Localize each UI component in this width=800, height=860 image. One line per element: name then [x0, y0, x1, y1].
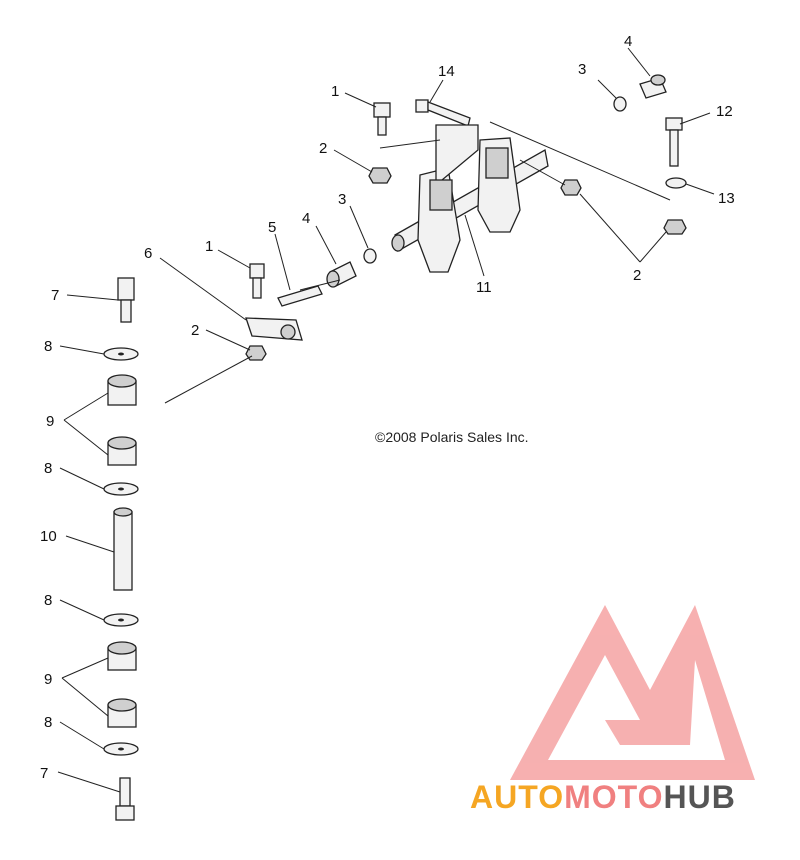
nut-2-top [368, 167, 392, 184]
bracket-11 [391, 124, 549, 273]
bolt-7-bottom [115, 777, 135, 821]
callout-9-b: 9 [44, 671, 52, 688]
bolt-1-top [373, 102, 391, 136]
callout-1-mid: 1 [205, 238, 213, 255]
copyright-text: ©2008 Polaris Sales Inc. [375, 429, 529, 445]
callout-7-bottom: 7 [40, 765, 48, 782]
callout-2-mid: 2 [191, 322, 199, 339]
spacer-10 [113, 507, 133, 591]
bushing-4-top [639, 74, 667, 99]
callout-4-mid: 4 [302, 210, 310, 227]
callout-labels: 7 8 9 8 10 8 9 8 7 6 1 5 4 3 2 1 2 14 3 … [40, 33, 735, 782]
watermark-moto: MOTO [564, 779, 663, 815]
bushing-9-a [107, 374, 137, 406]
watermark-auto: AUTO [470, 779, 564, 815]
callout-8-b: 8 [44, 460, 52, 477]
callout-12: 12 [716, 103, 733, 120]
callout-8-a: 8 [44, 338, 52, 355]
bushing-9-c [107, 641, 137, 671]
bolt-7-top [117, 277, 135, 323]
bolt-1-mid [249, 263, 265, 299]
oring-3-top [613, 96, 627, 112]
watermark-logo [510, 605, 755, 780]
bushing-9-d [107, 698, 137, 728]
callout-6: 6 [144, 245, 152, 262]
callout-2-right: 2 [633, 267, 641, 284]
callout-8-c: 8 [44, 592, 52, 609]
arm-6 [245, 317, 303, 341]
callout-9-a: 9 [46, 413, 54, 430]
key-5 [277, 285, 323, 307]
callout-10: 10 [40, 528, 57, 545]
callout-14: 14 [438, 63, 455, 80]
bushing-9-b [107, 436, 137, 466]
leader-lines [57, 47, 715, 793]
callout-3-mid: 3 [338, 191, 346, 208]
callout-5: 5 [268, 219, 276, 236]
callout-4-top: 4 [624, 33, 632, 50]
bolt-14 [415, 99, 471, 127]
nut-2-inner [560, 179, 582, 196]
callout-7-top: 7 [51, 287, 59, 304]
bushing-4-mid [326, 261, 357, 288]
callout-1-top: 1 [331, 83, 339, 100]
callout-3-top: 3 [578, 61, 586, 78]
oring-3-mid [363, 248, 377, 264]
callout-11: 11 [476, 279, 492, 296]
watermark-hub: HUB [663, 779, 735, 815]
bolt-12 [665, 117, 683, 167]
callout-8-d: 8 [44, 714, 52, 731]
nut-2-right [663, 219, 687, 235]
washer-13 [665, 177, 687, 189]
callout-2-top: 2 [319, 140, 327, 157]
svg-text:AUTOMOTOHUB: AUTOMOTOHUB [470, 779, 736, 815]
callout-13: 13 [718, 190, 735, 207]
